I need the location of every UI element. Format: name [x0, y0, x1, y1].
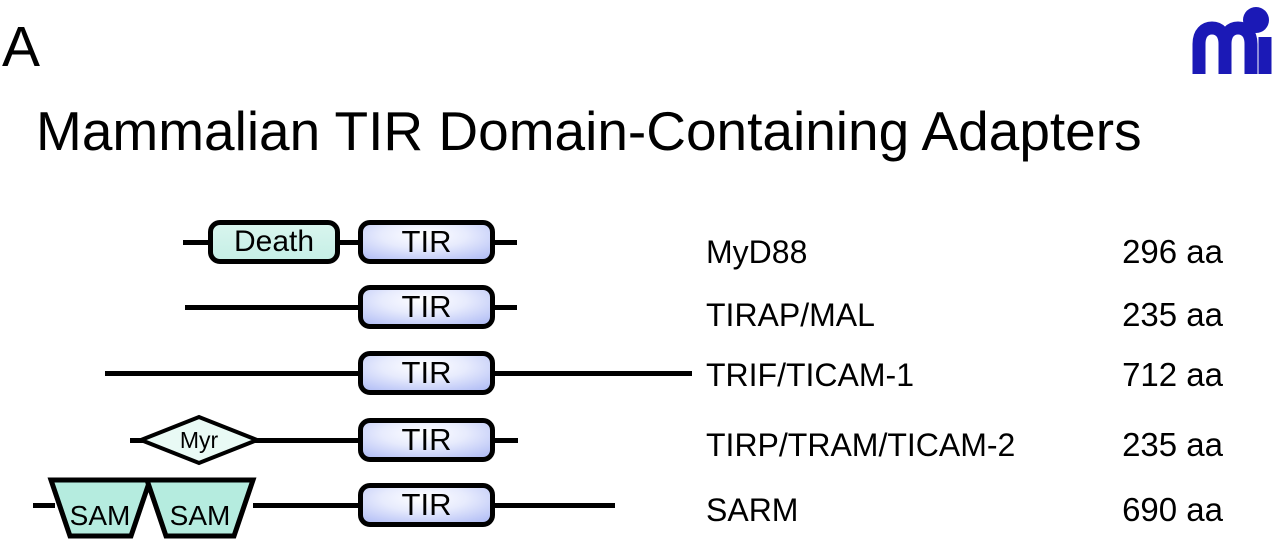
backbone-line	[105, 371, 362, 376]
protein-length: 690 aa	[1122, 491, 1223, 528]
backbone-line	[33, 503, 55, 508]
sam-trapezoid-shape	[143, 477, 257, 539]
protein-name: TIRAP/MAL	[706, 297, 875, 333]
sam-domain-label: SAM	[170, 500, 231, 531]
protein-length: 296 aa	[1122, 233, 1223, 270]
backbone-line	[493, 305, 517, 310]
myr-domain-label: Myr	[180, 427, 219, 453]
tir-domain-label: TIR	[401, 422, 452, 457]
myr-domain-diamond: Myr	[138, 414, 260, 466]
tir-domain-box: TIR	[358, 418, 495, 462]
death-domain-box: Death	[208, 220, 340, 264]
logo-m-glyph	[1192, 21, 1258, 74]
protein-name: SARM	[706, 492, 799, 528]
backbone-line	[255, 438, 362, 443]
panel-label: A	[2, 15, 41, 79]
mi-journal-logo	[1192, 7, 1272, 74]
backbone-line	[493, 438, 518, 443]
backbone-line	[185, 305, 362, 310]
protein-length: 712 aa	[1122, 356, 1223, 393]
backbone-line	[253, 503, 362, 508]
death-domain-label: Death	[233, 225, 315, 258]
tir-domain-label: TIR	[401, 224, 452, 259]
backbone-line	[338, 240, 362, 245]
tir-domain-label: TIR	[401, 487, 452, 522]
tir-domain-box: TIR	[358, 220, 495, 264]
tir-domain-label: TIR	[401, 289, 452, 324]
protein-length: 235 aa	[1122, 426, 1223, 463]
backbone-line	[493, 371, 692, 376]
tir-domain-box: TIR	[358, 285, 495, 329]
logo-i-dot	[1243, 7, 1269, 33]
sam-domain-label: SAM	[70, 500, 131, 531]
tir-domain-box: TIR	[358, 483, 495, 527]
protein-name: TIRP/TRAM/TICAM-2	[706, 427, 1016, 463]
backbone-line	[493, 240, 517, 245]
figure-title: Mammalian TIR Domain-Containing Adapters	[36, 100, 1142, 162]
backbone-line	[493, 503, 615, 508]
tir-domain-box: TIR	[358, 351, 495, 395]
tir-domain-label: TIR	[401, 355, 452, 390]
sam-trapezoid-shape	[47, 477, 154, 539]
protein-length: 235 aa	[1122, 296, 1223, 333]
protein-name: TRIF/TICAM-1	[706, 357, 914, 393]
backbone-line	[183, 240, 213, 245]
protein-name: MyD88	[706, 234, 808, 270]
sam-domains-shape: SAM SAM	[47, 477, 257, 539]
